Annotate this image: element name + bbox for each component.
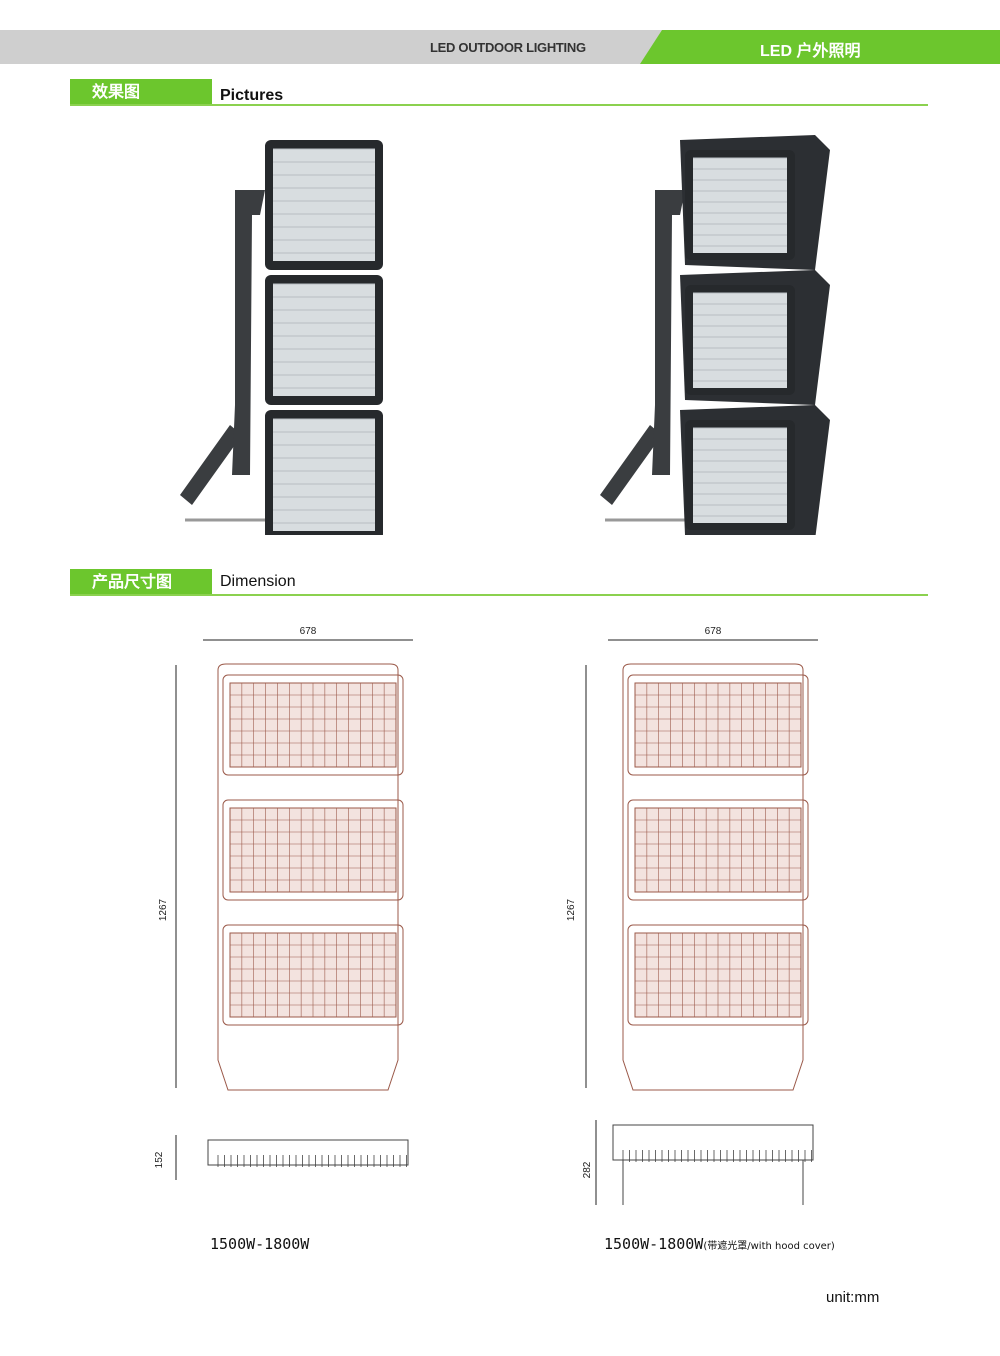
width-dimension-label: 678: [705, 626, 722, 637]
dimension-drawing-front: 678 1267 152: [154, 626, 413, 1180]
product-photo-floodlight: [180, 140, 383, 535]
section-label-dimension-cn: 产品尺寸图: [70, 569, 212, 596]
header-category-cn: LED 户外照明: [760, 43, 861, 60]
header-category-en: LED OUTDOOR LIGHTING: [430, 40, 586, 55]
mount-arm: [600, 425, 662, 505]
mount-arm: [180, 425, 242, 505]
module-outline: [627, 924, 809, 1026]
section-label-pictures-cn: 效果图: [70, 79, 212, 106]
led-panel: [273, 419, 375, 531]
housing-outline: [622, 663, 804, 1091]
section-title-pictures: Pictures: [220, 87, 284, 104]
caption-text: 1500W-1800W: [604, 1235, 704, 1253]
caption-note: (带遮光罩/with hood cover): [703, 1241, 835, 1252]
side-view-body: [207, 1139, 409, 1166]
module-outline: [627, 674, 809, 776]
led-panel: [273, 149, 375, 261]
width-dimension-label: 678: [300, 626, 317, 637]
dimension-drawing-front-with-hood: 678 1267 282: [566, 626, 818, 1205]
housing-outline: [217, 663, 399, 1091]
header-accent: [640, 30, 1000, 64]
led-panel: [693, 158, 787, 253]
unit-label: unit:mm: [826, 1289, 880, 1306]
depth-dimension-label: 282: [582, 1161, 593, 1178]
depth-dimension-label: 152: [154, 1151, 165, 1168]
caption-text: 1500W-1800W: [210, 1235, 310, 1253]
section-divider: [70, 104, 928, 106]
led-panel: [693, 428, 787, 523]
caption-model-2: 1500W-1800W(带遮光罩/with hood cover): [604, 1235, 835, 1253]
module-outline: [222, 924, 404, 1026]
module-outline: [222, 674, 404, 776]
height-dimension-label: 1267: [566, 898, 577, 921]
height-dimension-label: 1267: [158, 898, 169, 921]
led-panel: [273, 284, 375, 396]
led-panel: [693, 293, 787, 388]
caption-model-1: 1500W-1800W: [210, 1235, 309, 1253]
section-divider: [70, 594, 928, 596]
module-outline: [222, 799, 404, 901]
bracket: [652, 190, 685, 475]
side-view-body: [612, 1124, 814, 1161]
hood-side: [622, 1160, 804, 1205]
product-photo-floodlight-with-hood: [600, 135, 830, 535]
section-title-dimension: Dimension: [220, 573, 296, 590]
module-outline: [627, 799, 809, 901]
bracket: [232, 190, 265, 475]
